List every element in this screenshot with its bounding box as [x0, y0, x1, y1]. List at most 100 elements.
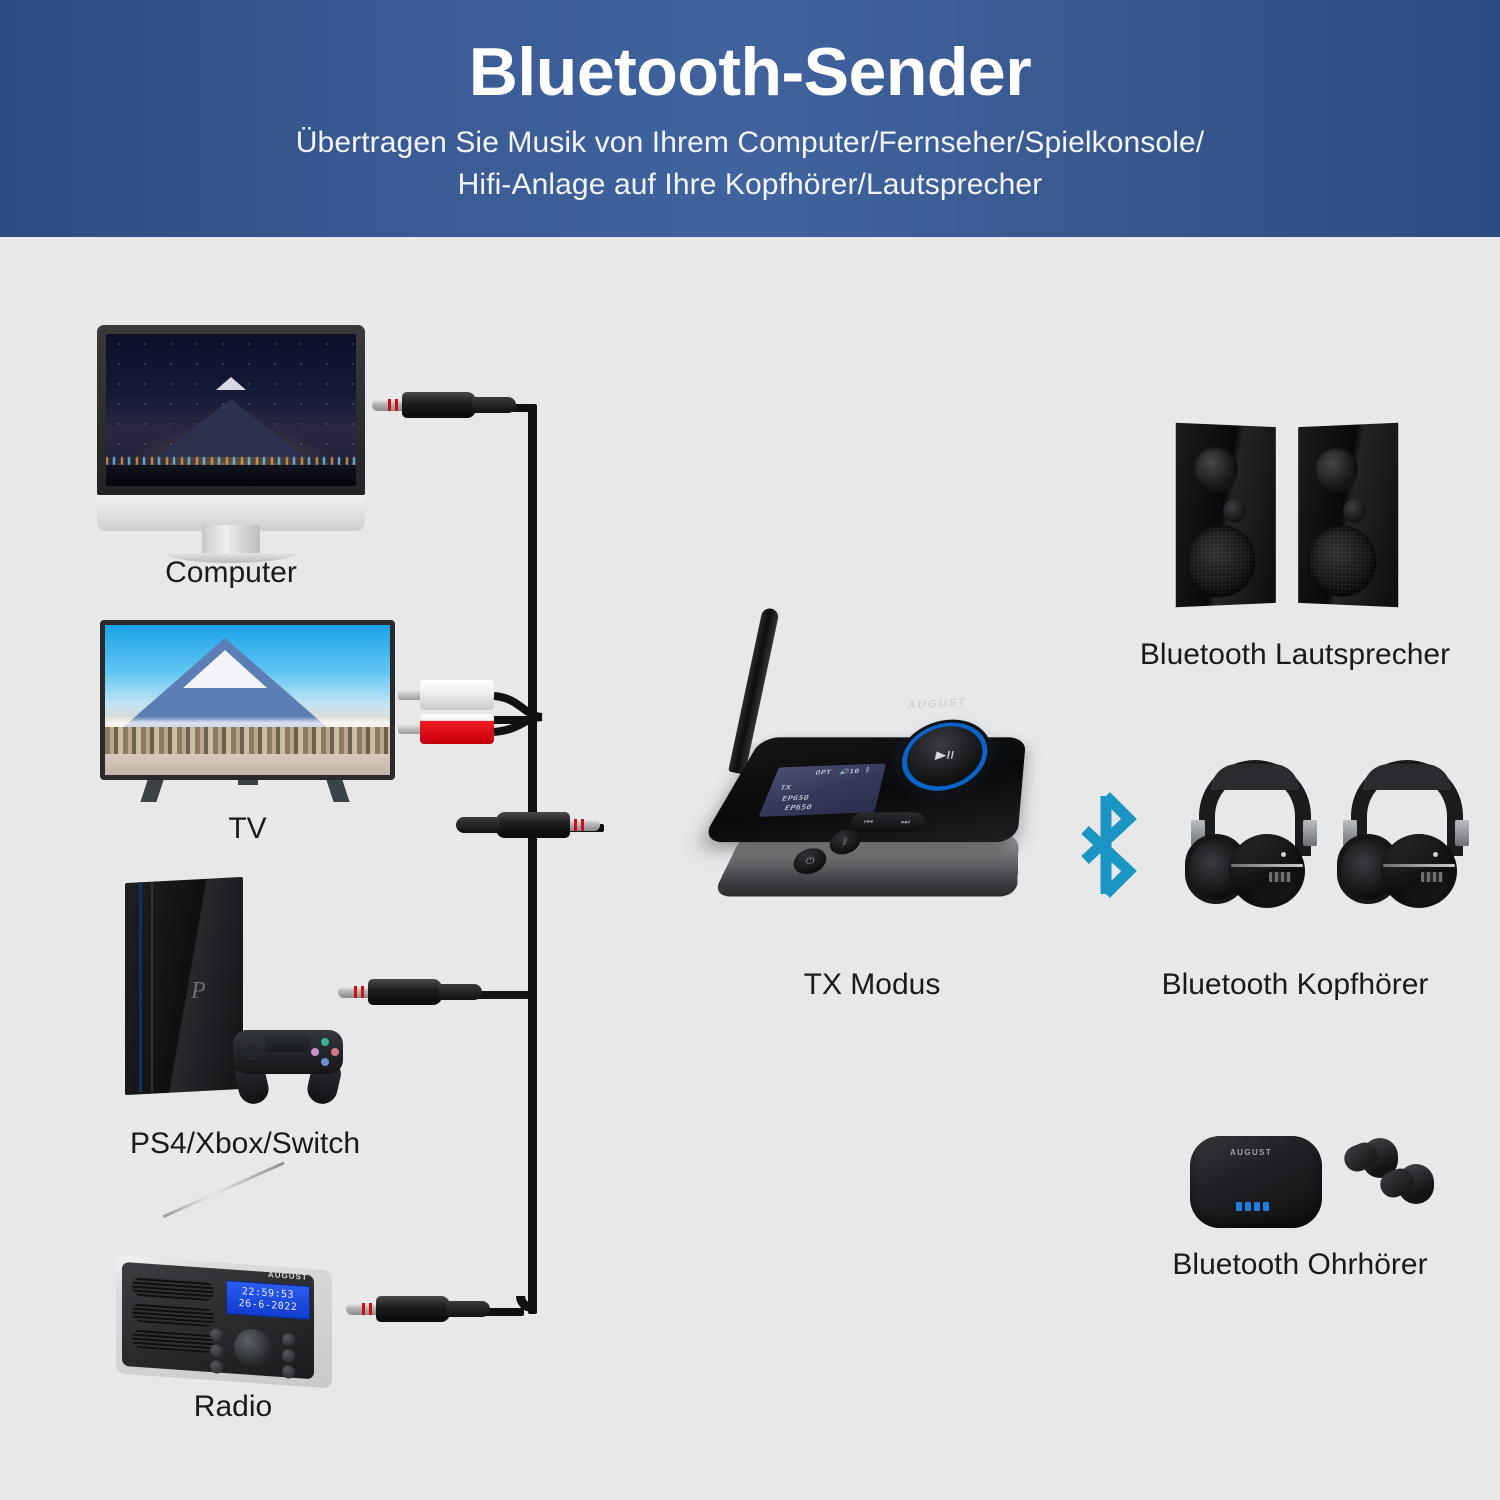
lcd-bluetooth-icon: ᛒ [863, 766, 872, 775]
tv-bezel [100, 620, 395, 780]
controller-button-circle [331, 1048, 339, 1056]
town-row [105, 727, 390, 754]
banner-subtitle-line-2: Hifi-Anlage auf Ihre Kopfhörer/Lautsprec… [457, 167, 1043, 201]
speaker-midrange [1223, 498, 1247, 524]
earbuds-battery-leds [1236, 1202, 1269, 1211]
label-speakers: Bluetooth Lautsprecher [1139, 638, 1451, 671]
play-pause-icon: ▶II [934, 748, 956, 762]
headphone-accent-stripe [1231, 864, 1303, 867]
prev-track-icon: ⏮ [862, 817, 875, 827]
next-track-icon: ⏭ [899, 817, 912, 827]
headphone-earcup-near [1229, 834, 1305, 908]
computer-monitor [97, 325, 365, 563]
headphone-headband-pad [1363, 764, 1451, 790]
monitor-stand-foot [166, 553, 296, 563]
tv-leg-right [326, 780, 350, 802]
led-1 [1236, 1202, 1242, 1211]
monitor-stand-neck [202, 525, 260, 557]
headphone-accent-stripe [1383, 864, 1455, 867]
radio-front-panel: AUGUST 22:59:53 26-6-2022 [122, 1261, 314, 1380]
speaker-tweeter [1313, 446, 1358, 494]
earbuds-brand-label: AUGUST [1230, 1148, 1273, 1157]
radio-button-2[interactable] [210, 1344, 223, 1358]
lcd-speaker-icon: 🔊 [838, 768, 851, 776]
radio-brand-label: AUGUST [268, 1270, 308, 1282]
headphone-led-icon [1281, 852, 1286, 857]
tv-brand-mark [237, 780, 258, 785]
radio-button-6[interactable] [282, 1365, 295, 1379]
tv-leg-left [140, 780, 164, 802]
game-console: P [125, 876, 370, 1115]
rca-connector-white [398, 680, 494, 710]
headphone-headband-pad [1211, 764, 1299, 790]
headphone-slider-right [1303, 820, 1317, 846]
transmitter-lcd-display: OPT 10 🔊 ᛒ TX EP650 EP650 [758, 763, 887, 817]
headphone-led-icon [1433, 852, 1438, 857]
label-tv: TV [228, 812, 267, 845]
bluetooth-link-icon [1081, 792, 1137, 898]
mountain-snowcap [216, 377, 246, 391]
header-banner: Bluetooth-Sender Übertragen Sie Musik vo… [0, 0, 1500, 237]
transmitter-brand-label: AUGUST [906, 695, 969, 713]
cable-segment-tv [455, 716, 533, 724]
bluetooth-earbuds: AUGUST [1190, 1130, 1450, 1240]
headphone-unit-right [1337, 760, 1477, 920]
controller-button-triangle [321, 1038, 329, 1046]
speaker-left [1175, 422, 1276, 608]
monitor-screen [106, 334, 356, 486]
radio-speaker-grille-2 [132, 1302, 214, 1328]
controller-button-square [311, 1048, 319, 1056]
page-title: Bluetooth-Sender [468, 34, 1032, 111]
mountain-snowcap [182, 650, 267, 688]
bluetooth-transmitter: AUGUST OPT 10 🔊 ᛒ TX EP650 EP650 ▶II ⏻ ᛒ… [700, 605, 1032, 935]
transmitter-base [712, 834, 1019, 897]
label-transmitter: TX Modus [803, 968, 941, 1001]
label-radio: Radio [193, 1390, 273, 1423]
rca-connector-red [398, 714, 494, 744]
radio-navigation-knob[interactable] [234, 1327, 272, 1369]
radio-speaker-grille-3 [132, 1328, 214, 1354]
controller-touchpad [265, 1034, 309, 1052]
headphone-slider-right [1455, 820, 1469, 846]
lcd-mode: TX [778, 784, 793, 792]
speaker-right [1298, 422, 1399, 608]
radio-body: AUGUST 22:59:53 26-6-2022 [116, 1255, 332, 1389]
label-computer: Computer [165, 556, 297, 589]
radio-button-5[interactable] [282, 1349, 295, 1363]
bluetooth-headphones [1185, 760, 1485, 930]
portable-radio: AUGUST 22:59:53 26-6-2022 [108, 1161, 358, 1400]
radio-speaker-grille-1 [132, 1276, 214, 1302]
bluetooth-speakers [1175, 422, 1415, 620]
banner-subtitle-line-1: Übertragen Sie Musik von Ihrem Computer/… [295, 126, 1205, 160]
console-light-bar [139, 882, 142, 1092]
label-earbuds: Bluetooth Ohrhörer [1172, 1248, 1428, 1281]
lcd-paired-device-2: EP650 [783, 803, 814, 812]
bluetooth-icon: ᛒ [840, 837, 850, 847]
headphone-control-buttons[interactable] [1421, 872, 1443, 882]
lake-reflection [105, 754, 390, 775]
speaker-woofer [1185, 524, 1256, 599]
earbud-right [1376, 1164, 1434, 1210]
radio-button-3[interactable] [210, 1360, 223, 1374]
playstation-logo-icon: P [191, 978, 206, 1004]
headphone-earcup-near [1381, 834, 1457, 908]
label-headphones: Bluetooth Kopfhörer [1161, 968, 1429, 1001]
led-3 [1254, 1202, 1260, 1211]
radio-button-1[interactable] [210, 1328, 223, 1342]
led-2 [1245, 1202, 1251, 1211]
lcd-paired-device-1: EP650 [780, 794, 811, 803]
track-control-pill[interactable]: ⏮ ⏭ [846, 812, 927, 832]
cable-segment-console [440, 991, 534, 999]
headphone-control-buttons[interactable] [1269, 872, 1291, 882]
console-seam [151, 882, 153, 1092]
cable-trunk-vertical [528, 404, 537, 1314]
city-lights [106, 456, 356, 465]
rca-splitter-wires [493, 692, 543, 736]
lcd-status-opt: OPT [814, 768, 833, 777]
radio-button-4[interactable] [282, 1333, 295, 1347]
monitor-bezel [97, 325, 365, 495]
radio-lcd-display: 22:59:53 26-6-2022 [226, 1280, 310, 1321]
headphone-unit-left [1185, 760, 1325, 920]
power-icon: ⏻ [804, 855, 816, 866]
cable-corner-bottom [516, 1296, 532, 1312]
